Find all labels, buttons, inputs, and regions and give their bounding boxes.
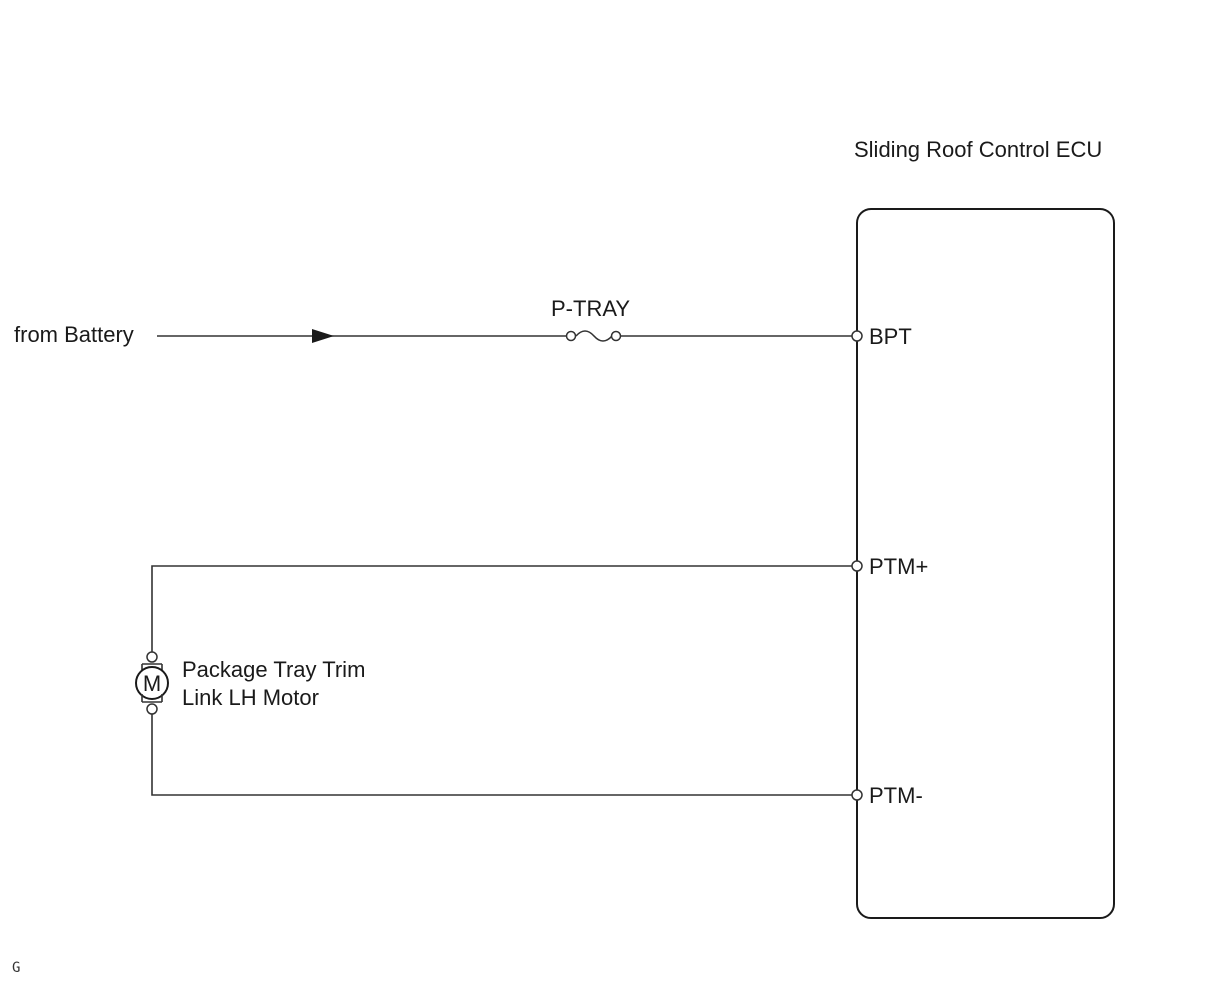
- fuse-label: P-TRAY: [551, 296, 630, 321]
- battery-source-label: from Battery: [14, 322, 134, 347]
- pin-ptm-minus-terminal: [851, 789, 863, 801]
- diagram-code-label: G: [12, 960, 20, 976]
- ecu-title: Sliding Roof Control ECU: [854, 137, 1102, 162]
- motor-label-line2: Link LH Motor: [182, 685, 319, 710]
- ptm-minus-wire: [151, 714, 852, 796]
- fuse-symbol: [565, 330, 622, 342]
- motor-symbol-letter: M: [143, 671, 161, 696]
- pin-bpt-label: BPT: [869, 324, 912, 349]
- pin-ptm-plus-label: PTM+: [869, 554, 928, 579]
- ptm-plus-wire: [151, 565, 852, 652]
- current-direction-arrow: [312, 329, 334, 343]
- pin-bpt-terminal: [851, 330, 863, 342]
- pin-ptm-minus-label: PTM-: [869, 783, 923, 808]
- pin-ptm-plus-terminal: [851, 560, 863, 572]
- motor-label-line1: Package Tray Trim: [182, 657, 365, 682]
- motor-symbol: [135, 651, 169, 715]
